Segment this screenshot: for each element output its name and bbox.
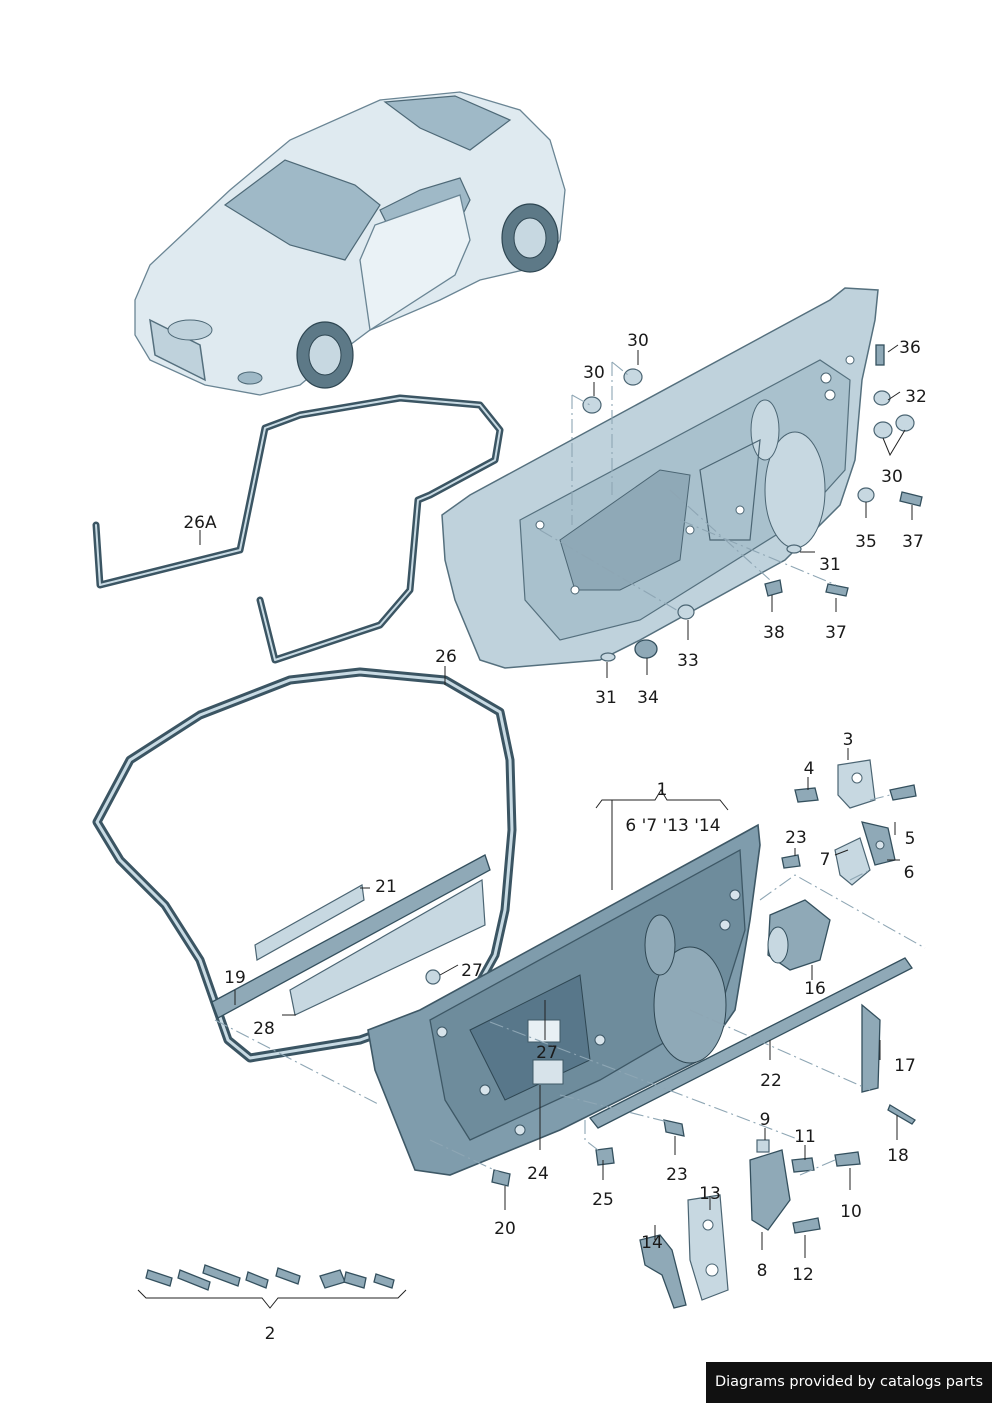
nut-35 [857, 487, 875, 503]
door-seal-26 [92, 667, 517, 1063]
clip-36 [875, 344, 885, 366]
label-6: 6 [904, 863, 915, 883]
nut-33 [677, 604, 695, 620]
label-9: 9 [760, 1110, 771, 1130]
trim-strips [211, 854, 491, 1019]
nut-27 [425, 969, 441, 985]
label-31-right: 31 [819, 555, 841, 575]
label-28: 28 [253, 1019, 275, 1039]
hinge-parts [425, 759, 917, 1309]
label-11: 11 [794, 1127, 816, 1147]
bolt-5 [889, 784, 917, 801]
label-20: 20 [494, 1219, 516, 1239]
strip-21 [254, 884, 365, 961]
bracket-17 [861, 1003, 881, 1093]
label-13: 13 [699, 1184, 721, 1204]
bolt-20 [491, 1169, 511, 1187]
label-27-top: 27 [461, 961, 483, 981]
alignment-lines [214, 361, 926, 1176]
label-17: 17 [894, 1056, 916, 1076]
nut-30-left [582, 396, 602, 414]
plug-34 [634, 639, 658, 659]
leader-lines [137, 344, 913, 1309]
car-illustration [134, 91, 566, 396]
bolt-23-bottom [663, 1119, 685, 1137]
label-7: 7 [820, 850, 831, 870]
nut-30-top [623, 368, 643, 386]
strip-28 [289, 879, 486, 1016]
label-19: 19 [224, 968, 246, 988]
label-10: 10 [840, 1202, 862, 1222]
label-1-subparts: 6 '7 '13 '14 [625, 816, 720, 836]
label-32: 32 [905, 387, 927, 407]
label-30-left: 30 [583, 363, 605, 383]
bolt-23-top [781, 854, 801, 869]
foam-27-lower [527, 1019, 561, 1043]
label-23-top: 23 [785, 828, 807, 848]
nut-30-right-a [873, 421, 893, 439]
label-26: 26 [435, 647, 457, 667]
bolt-25 [595, 1147, 615, 1166]
bolt-4 [794, 787, 819, 803]
lock-plate-13 [687, 1194, 729, 1301]
nut-30-right-b [895, 414, 915, 432]
cap-9 [756, 1139, 770, 1153]
label-36: 36 [899, 338, 921, 358]
bracket-14 [639, 1234, 687, 1309]
clip-31-right [786, 544, 802, 554]
label-35: 35 [855, 532, 877, 552]
label-5: 5 [905, 829, 916, 849]
label-21: 21 [375, 877, 397, 897]
hinge-3 [837, 759, 876, 809]
door-inner-panel-upper [441, 287, 879, 669]
label-12: 12 [792, 1265, 814, 1285]
label-27-lower: 27 [536, 1043, 558, 1063]
clip-31-left [600, 652, 616, 662]
door-shell [367, 823, 761, 1176]
label-34: 34 [637, 688, 659, 708]
upper-fasteners [582, 344, 923, 662]
label-4: 4 [804, 759, 815, 779]
bracket-7 [834, 837, 871, 886]
impact-bar-22 [588, 957, 913, 1129]
label-30-top: 30 [627, 331, 649, 351]
label-14: 14 [641, 1233, 663, 1253]
label-25: 25 [592, 1190, 614, 1210]
label-24: 24 [527, 1164, 549, 1184]
label-22: 22 [760, 1071, 782, 1091]
label-37-mid: 37 [825, 623, 847, 643]
label-2: 2 [265, 1324, 276, 1344]
bolt-37-top [899, 491, 923, 507]
label-1: 1 [657, 780, 668, 800]
label-31-left: 31 [595, 688, 617, 708]
strip-19 [211, 854, 491, 1019]
label-8: 8 [757, 1261, 768, 1281]
label-38: 38 [763, 623, 785, 643]
label-26a: 26A [183, 513, 217, 533]
bolt-12 [792, 1217, 821, 1234]
small-parts-group [145, 1264, 395, 1291]
label-3: 3 [843, 730, 854, 750]
bolt-10 [834, 1151, 861, 1167]
striker-8 [749, 1149, 791, 1231]
label-30-right: 30 [881, 467, 903, 487]
bolt-38 [764, 579, 783, 597]
callout-labels: 26A 26 30 30 36 32 30 35 37 31 38 37 33 … [183, 331, 926, 1344]
grommet-32 [873, 390, 891, 406]
label-18: 18 [887, 1146, 909, 1166]
label-33: 33 [677, 651, 699, 671]
label-16: 16 [804, 979, 826, 999]
screw-18 [887, 1104, 916, 1125]
window-seal-26a [92, 394, 504, 664]
label-37-top: 37 [902, 532, 924, 552]
bolt-37-mid [825, 583, 849, 597]
credit-banner: Diagrams provided by catalogs parts [706, 1362, 992, 1403]
label-23-bottom: 23 [666, 1165, 688, 1185]
